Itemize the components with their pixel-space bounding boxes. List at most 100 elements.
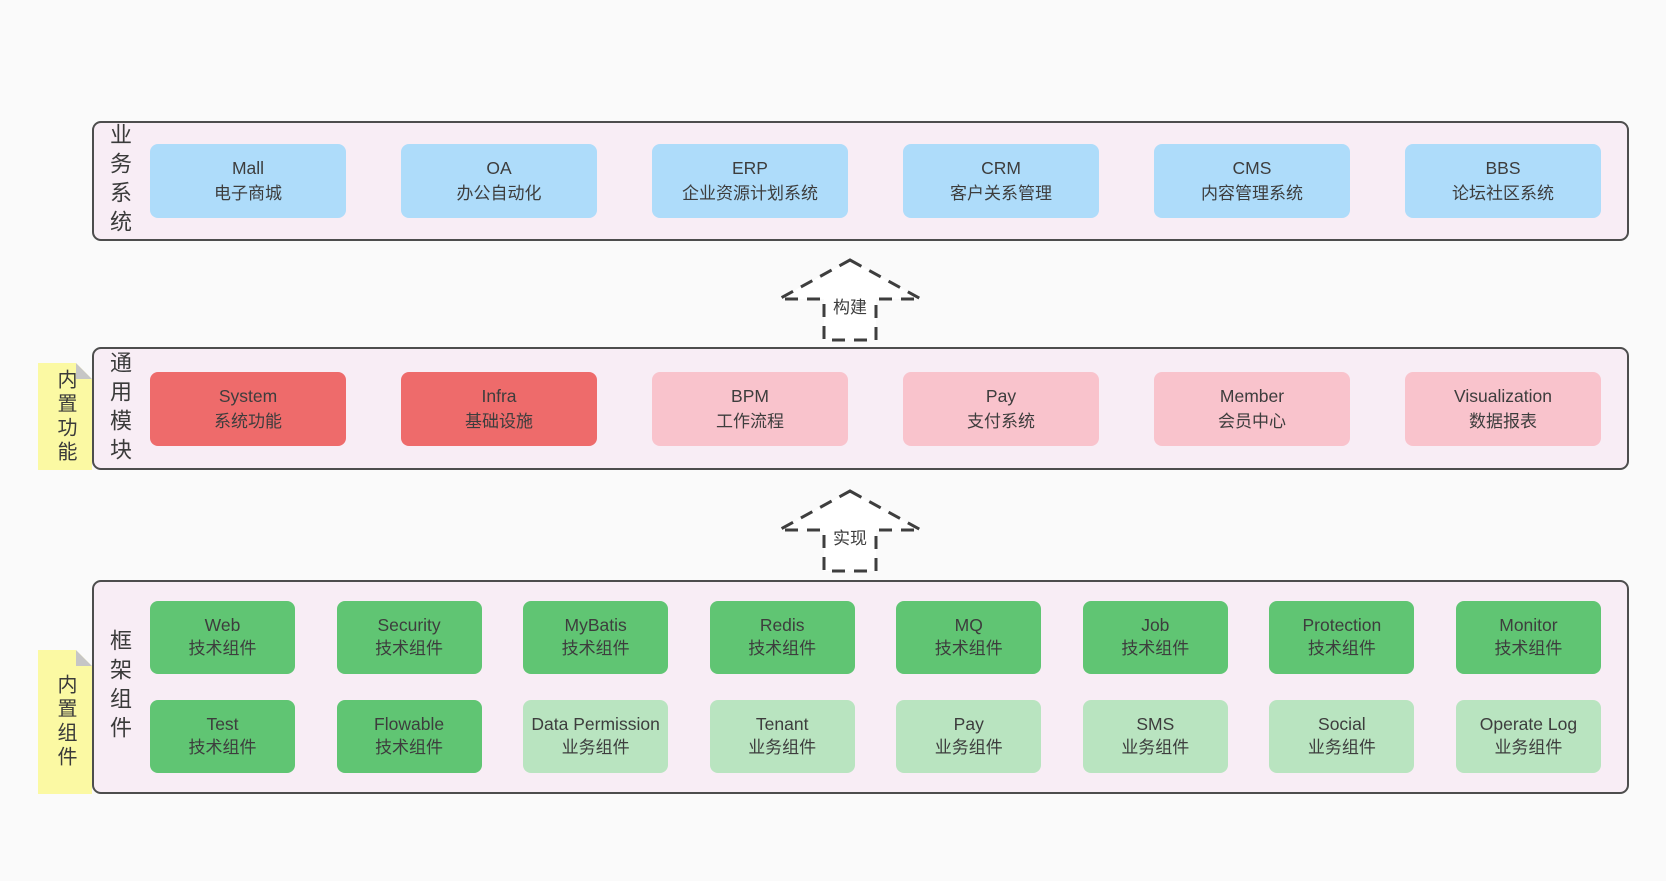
card-job: Job 技术组件 <box>1082 601 1228 674</box>
card-protection: Protection 技术组件 <box>1269 601 1415 674</box>
card-redis-desc: 技术组件 <box>748 638 817 658</box>
card-pay-desc: 支付系统 <box>967 411 1035 431</box>
card-mall: Mall 电子商城 <box>150 144 346 218</box>
card-visualization: Visualization 数据报表 <box>1405 371 1601 446</box>
card-erp: ERP 企业资源计划系统 <box>652 144 848 218</box>
card-crm-desc: 客户关系管理 <box>950 184 1052 204</box>
card-security-name: Security <box>377 615 441 636</box>
card-bpm: BPM 工作流程 <box>652 371 848 446</box>
card-web-desc: 技术组件 <box>188 638 257 658</box>
card-web: Web 技术组件 <box>150 601 295 674</box>
card-social-name: Social <box>1318 714 1366 735</box>
card-system: System 系统功能 <box>150 371 346 446</box>
card-cms-name: CMS <box>1232 158 1272 179</box>
card-test-desc: 技术组件 <box>188 737 257 757</box>
note-built-in-features-label: 内置功能 <box>54 368 76 465</box>
card-job-desc: 技术组件 <box>1121 638 1190 658</box>
card-infra-name: Infra <box>481 385 517 406</box>
layer-components-panel: 框架组件 Web 技术组件 Security 技术组件 MyBatis 技术组件… <box>92 580 1629 794</box>
arrow-implement-label: 实现 <box>831 524 869 549</box>
card-social: Social 业务组件 <box>1269 700 1415 773</box>
modules-cards-row: System 系统功能 Infra 基础设施 BPM 工作流程 Pay 支付系统… <box>150 349 1601 468</box>
card-monitor-desc: 技术组件 <box>1494 638 1563 658</box>
card-erp-name: ERP <box>732 158 768 179</box>
card-infra-desc: 基础设施 <box>465 411 533 431</box>
card-mybatis-name: MyBatis <box>564 615 627 636</box>
card-tenant-desc: 业务组件 <box>748 737 817 757</box>
card-tenant-name: Tenant <box>755 714 809 735</box>
card-bbs-name: BBS <box>1485 158 1521 179</box>
card-cms-desc: 内容管理系统 <box>1201 184 1303 204</box>
card-mall-desc: 电子商城 <box>214 184 282 204</box>
layer-components-label: 框架组件 <box>107 629 132 745</box>
card-crm-name: CRM <box>981 158 1021 179</box>
card-security-desc: 技术组件 <box>375 638 444 658</box>
card-mall-name: Mall <box>231 158 265 179</box>
card-erp-desc: 企业资源计划系统 <box>682 184 818 204</box>
folded-corner-icon <box>76 650 92 666</box>
card-mq-desc: 技术组件 <box>934 638 1003 658</box>
card-pay-component: Pay 业务组件 <box>896 700 1042 773</box>
card-infra: Infra 基础设施 <box>401 371 597 446</box>
card-data-permission-name: Data Permission <box>531 714 660 735</box>
card-monitor-name: Monitor <box>1499 615 1558 636</box>
card-mybatis: MyBatis 技术组件 <box>523 601 669 674</box>
card-cms: CMS 内容管理系统 <box>1154 144 1350 218</box>
folded-corner-icon <box>76 363 92 379</box>
card-pay-name: Pay <box>985 385 1017 406</box>
card-protection-desc: 技术组件 <box>1307 638 1376 658</box>
card-mq-name: MQ <box>954 615 983 636</box>
card-member-desc: 会员中心 <box>1218 411 1286 431</box>
note-built-in-components-label: 内置组件 <box>54 674 76 770</box>
card-system-name: System <box>218 385 278 406</box>
card-bbs: BBS 论坛社区系统 <box>1405 144 1601 218</box>
card-flowable-name: Flowable <box>374 714 445 735</box>
note-built-in-features: 内置功能 <box>38 363 92 470</box>
card-mybatis-desc: 技术组件 <box>561 638 630 658</box>
layer-modules-panel: 通用模块 System 系统功能 Infra 基础设施 BPM 工作流程 Pay… <box>92 347 1629 470</box>
card-test: Test 技术组件 <box>150 700 295 773</box>
components-row-1: Web 技术组件 Security 技术组件 MyBatis 技术组件 Redi… <box>150 601 1601 674</box>
card-job-name: Job <box>1141 615 1170 636</box>
card-oa-name: OA <box>486 158 512 179</box>
card-protection-name: Protection <box>1302 615 1382 636</box>
card-sms-name: SMS <box>1136 714 1175 735</box>
card-oa: OA 办公自动化 <box>401 144 597 218</box>
card-crm: CRM 客户关系管理 <box>903 144 1099 218</box>
card-security: Security 技术组件 <box>336 601 482 674</box>
card-bpm-name: BPM <box>731 385 769 406</box>
card-oa-desc: 办公自动化 <box>456 184 542 204</box>
card-visualization-name: Visualization <box>1454 385 1552 406</box>
components-cards-grid: Web 技术组件 Security 技术组件 MyBatis 技术组件 Redi… <box>150 582 1601 792</box>
card-member: Member 会员中心 <box>1154 371 1350 446</box>
arrow-implement: 实现 <box>775 488 925 574</box>
card-visualization-desc: 数据报表 <box>1469 411 1537 431</box>
card-test-name: Test <box>206 714 239 735</box>
card-mq: MQ 技术组件 <box>896 601 1042 674</box>
card-tenant: Tenant 业务组件 <box>709 700 855 773</box>
card-operate-log-desc: 业务组件 <box>1494 737 1563 757</box>
arrow-build: 构建 <box>775 257 925 343</box>
layer-business-label: 业务系统 <box>107 123 132 239</box>
card-web-name: Web <box>204 615 241 636</box>
card-redis-name: Redis <box>759 615 805 636</box>
card-data-permission: Data Permission 业务组件 <box>523 700 669 773</box>
components-row-2: Test 技术组件 Flowable 技术组件 Data Permission … <box>150 700 1601 773</box>
card-monitor: Monitor 技术组件 <box>1455 601 1601 674</box>
card-bbs-desc: 论坛社区系统 <box>1452 184 1554 204</box>
layer-modules-label: 通用模块 <box>107 350 132 467</box>
card-flowable: Flowable 技术组件 <box>336 700 482 773</box>
card-flowable-desc: 技术组件 <box>375 737 444 757</box>
note-built-in-components: 内置组件 <box>38 650 92 794</box>
card-pay-component-desc: 业务组件 <box>934 737 1003 757</box>
card-redis: Redis 技术组件 <box>709 601 855 674</box>
card-pay-component-name: Pay <box>953 714 984 735</box>
card-sms: SMS 业务组件 <box>1082 700 1228 773</box>
arrow-build-label: 构建 <box>831 293 869 318</box>
card-operate-log-name: Operate Log <box>1479 714 1578 735</box>
card-operate-log: Operate Log 业务组件 <box>1455 700 1601 773</box>
card-data-permission-desc: 业务组件 <box>561 737 630 757</box>
card-member-name: Member <box>1219 385 1285 406</box>
card-bpm-desc: 工作流程 <box>716 411 784 431</box>
